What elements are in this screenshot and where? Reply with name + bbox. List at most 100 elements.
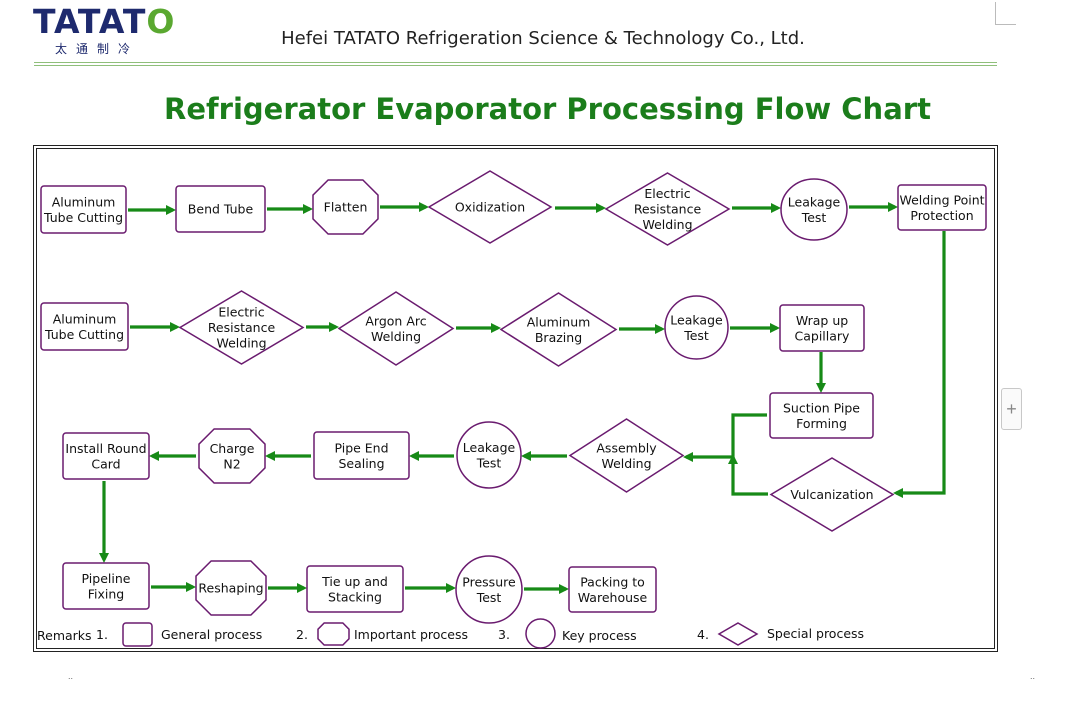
process-step-label: Packing to [580,574,645,589]
process-step-label: Protection [910,208,973,223]
process-step-label: Resistance [634,202,702,217]
process-step-label: Leakage [463,440,516,455]
remarks-number: 2. [296,627,308,642]
process-step-label: Welding Point [899,192,984,207]
legend-diamond-icon [717,622,759,646]
process-step-label: Leakage [670,312,723,327]
process-step-label: Test [476,455,502,470]
process-step-label: Pipeline [82,571,131,586]
process-step: Bend Tube [175,185,266,233]
process-circle [456,421,522,489]
process-step-label: Test [683,328,709,343]
legend-circle-icon [525,618,556,649]
process-diamond [427,170,553,244]
process-rect [313,431,410,480]
process-rect [62,432,150,480]
process-diamond [604,172,731,246]
process-rect [769,392,874,439]
header-rule [34,62,997,63]
process-octagon [198,428,266,484]
process-step-label: Test [801,210,827,225]
legend-rect-icon [122,622,153,647]
process-diamond [337,291,455,366]
process-diamond [499,292,618,367]
process-rect [779,304,865,352]
process-step-label: Forming [796,416,847,431]
remarks-number: 3. [498,627,510,642]
process-circle [455,555,523,624]
process-step-label: Aluminum [52,194,116,209]
process-step-label: Welding [601,456,651,471]
process-step-label: Vulcanization [790,487,873,502]
remarks-text: Key process [562,628,637,643]
process-step-label: Electric [644,186,690,201]
remarks-number: 4. [697,627,709,642]
process-step-label: Fixing [88,586,124,601]
page-corner-mark [995,2,1016,25]
remarks-text: General process [161,627,262,642]
process-step-label: Warehouse [578,590,648,605]
process-rect [568,566,657,613]
add-button[interactable]: + [1001,388,1022,430]
process-step-label: Install Round [65,441,146,456]
process-step-label: Tube Cutting [44,327,124,342]
process-step-label: Pressure [462,574,516,589]
remarks-text: Important process [354,627,468,642]
process-rect [175,185,266,233]
page-marker: .. [1030,671,1036,681]
process-step-label: N2 [223,456,240,471]
legend-octagon-icon [317,622,350,646]
process-step: Vulcanization [769,457,895,532]
remarks-text: Special process [767,626,864,641]
process-step-label: Sealing [338,456,384,471]
header-rule [34,65,997,66]
process-step-label: Suction Pipe [783,400,860,415]
process-diamond [769,457,895,532]
process-step: Flatten [312,179,379,235]
process-octagon [312,179,379,235]
logo-chinese-text: 太通制冷 [55,42,140,56]
process-rect [897,184,987,231]
process-octagon [195,560,267,616]
process-rect [62,562,150,610]
process-step-label: Welding [371,329,421,344]
process-step-label: Assembly [596,440,657,455]
process-step-label: Test [476,590,502,605]
diagram-frame-inner [36,148,995,649]
process-step-label: Resistance [208,320,276,335]
process-step-label: Bend Tube [188,202,254,217]
process-step-label: Aluminum [527,314,591,329]
logo-wordmark: TATATO [33,2,176,41]
process-step-label: Stacking [328,589,382,604]
process-step-label: Flatten [324,200,368,215]
process-step-label: Tube Cutting [43,210,123,225]
process-step-label: Tie up and [321,574,388,589]
company-name: Hefei TATATO Refrigeration Science & Tec… [281,28,805,49]
flow-arrow [683,413,767,462]
process-step-label: Capillary [795,328,851,343]
process-diamond [568,418,685,493]
process-step-label: Reshaping [198,581,263,596]
process-step-label: Aluminum [53,311,117,326]
page-marker: .. [68,671,74,681]
